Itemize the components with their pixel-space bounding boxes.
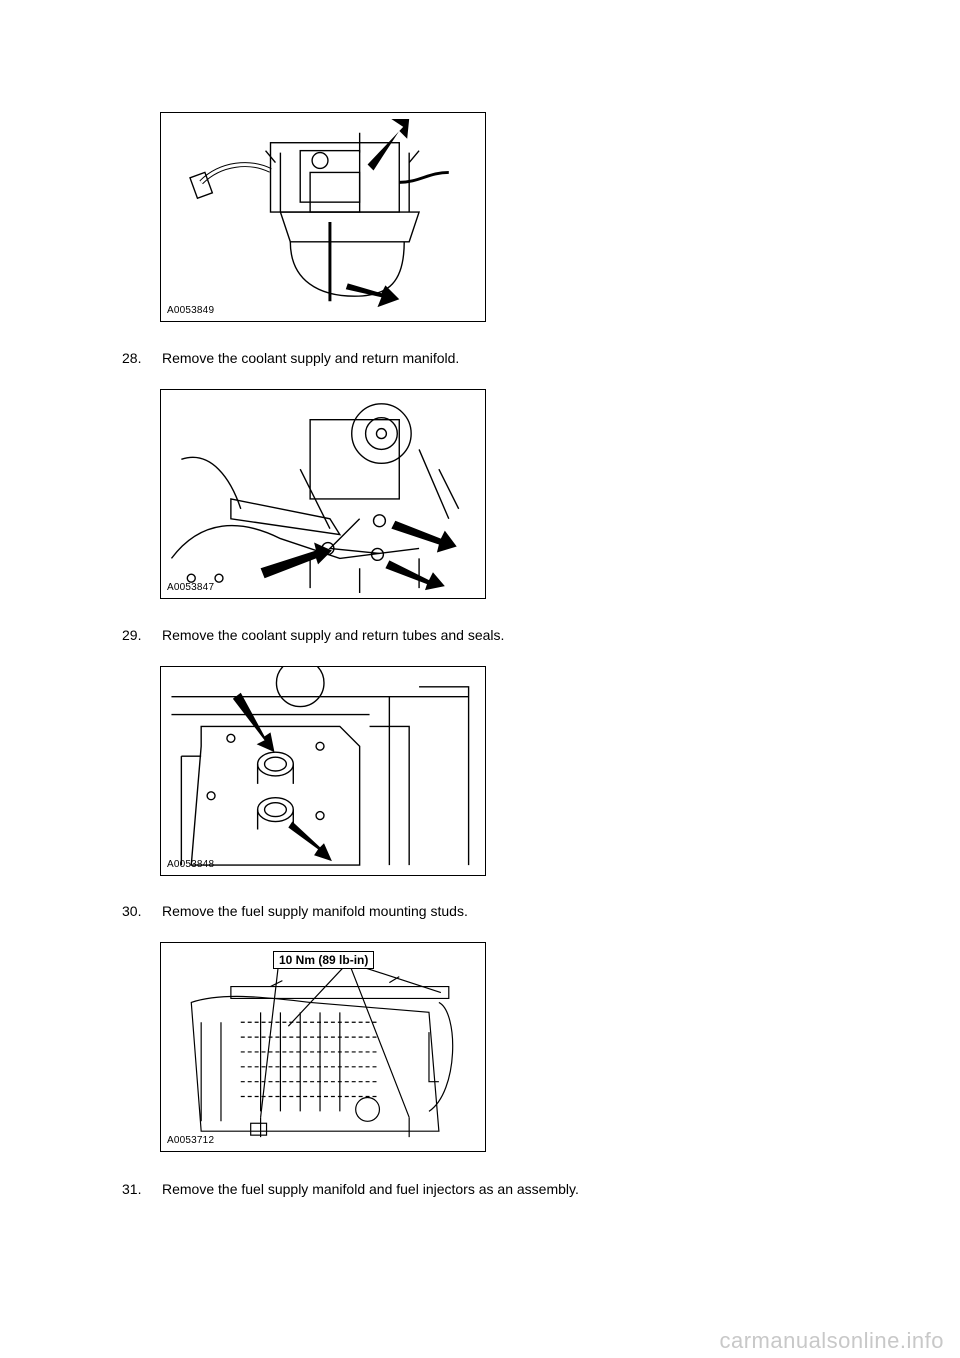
coolant-crossover-illustration (189, 118, 449, 308)
torque-specification: 10 Nm (89 lb-in) (273, 951, 375, 969)
figure-code: A0053849 (167, 305, 215, 316)
step-text: Remove the fuel supply manifold mounting… (162, 903, 468, 919)
figure-code: A0053847 (167, 582, 215, 593)
figure-coolant-tubes: A0053848 (160, 666, 486, 876)
step-29: 29. Remove the coolant supply and return … (122, 626, 504, 644)
step-text: Remove the coolant supply and return tub… (162, 627, 505, 643)
step-number: 30. (122, 903, 142, 919)
site-watermark: carmanualsonline.info (719, 1328, 944, 1353)
step-30: 30. Remove the fuel supply manifold mount… (122, 902, 468, 920)
figure-code: A0053848 (167, 859, 215, 870)
step-number: 31. (122, 1181, 142, 1197)
figure-coolant-manifold: A0053847 (160, 389, 486, 599)
coolant-tubes-illustration (171, 667, 470, 866)
coolant-manifold-illustration (170, 403, 460, 594)
step-number: 28. (122, 350, 142, 366)
fuel-manifold-illustration (190, 964, 454, 1138)
step-number: 29. (122, 627, 142, 643)
step-text: Remove the coolant supply and return man… (162, 350, 460, 366)
figure-coolant-crossover: A0053849 (160, 112, 486, 322)
figure-fuel-manifold-studs: 10 Nm (89 lb-in) A0053712 (160, 942, 486, 1152)
figure-code: A0053712 (167, 1135, 215, 1146)
step-31: 31. Remove the fuel supply manifold and f… (122, 1180, 579, 1198)
step-text: Remove the fuel supply manifold and fuel… (162, 1181, 579, 1197)
step-28: 28. Remove the coolant supply and return … (122, 349, 459, 367)
